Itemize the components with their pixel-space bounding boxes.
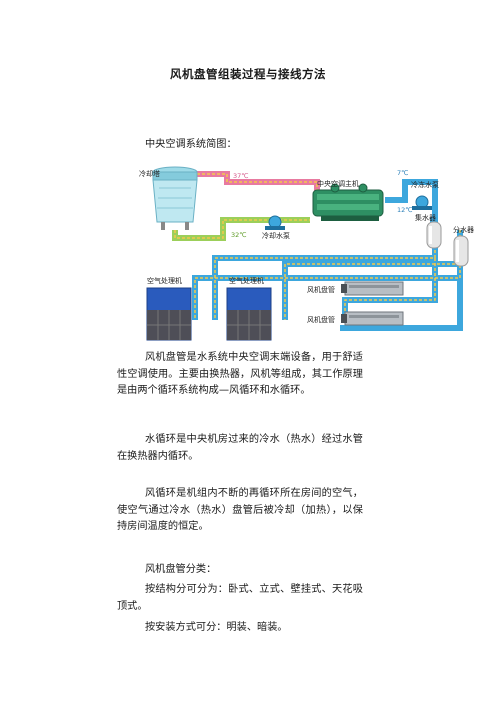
label-distributor: 分水器: [453, 225, 474, 234]
diagram-heading: 中央空调系统简图：: [145, 139, 237, 150]
classification-by-install: 按安装方式可分：明装、暗装。: [145, 622, 288, 633]
label-collector: 集水器: [415, 213, 436, 222]
label-cooling-pump: 冷却水泵: [262, 231, 290, 240]
hvac-system-diagram: 冷却塔 37℃ 32℃ 冷却水泵 中央空调主机 7℃ 12℃ 冷冻水泵 集水器 …: [135, 160, 480, 345]
paragraph-intro: 风机盘管是水系统中央空调末端设备，用于舒适性空调使用。主要由换热器，风机等组成，…: [117, 352, 363, 397]
classification-heading: 风机盘管分类：: [145, 564, 217, 575]
chilled-water-pipes: [192, 179, 463, 331]
label-temp-7: 7℃: [397, 169, 408, 177]
paragraph-air-cycle: 风循环是机组内不断的再循环所在房间的空气，使空气通过冷水（热水）盘管后被冷却（加…: [117, 488, 363, 533]
label-fcu-2: 风机盘管: [307, 315, 335, 324]
label-ahu-2: 空气处理机: [229, 276, 264, 285]
label-temp-12: 12℃: [397, 206, 413, 214]
cooling-pump: [265, 215, 285, 230]
cooling-tower: [152, 166, 198, 230]
fan-coil-unit-2: [341, 311, 404, 326]
air-handler-2: [226, 287, 272, 341]
label-temp-37: 37℃: [233, 172, 249, 180]
air-handler-1: [146, 287, 192, 341]
label-ahu-1: 空气处理机: [147, 276, 182, 285]
paragraph-water-cycle: 水循环是中央机房过来的冷水（热水）经过水管在换热器内循环。: [117, 434, 363, 462]
label-fcu-1: 风机盘管: [307, 285, 335, 294]
label-chilled-pump: 冷冻水泵: [411, 180, 439, 189]
chiller-unit: [312, 183, 384, 221]
distributor-tank: [453, 235, 469, 267]
label-temp-32: 32℃: [231, 231, 247, 239]
classification-by-structure: 按结构分可分为：卧式、立式、壁挂式、天花吸顶式。: [117, 584, 363, 612]
fan-coil-unit-1: [341, 281, 404, 296]
label-cooling-tower: 冷却塔: [139, 169, 160, 178]
collector-tank: [426, 221, 442, 249]
document-title: 风机盘管组装过程与接线方法: [170, 67, 326, 81]
chilled-pump: [412, 195, 432, 210]
label-chiller: 中央空调主机: [317, 179, 359, 188]
